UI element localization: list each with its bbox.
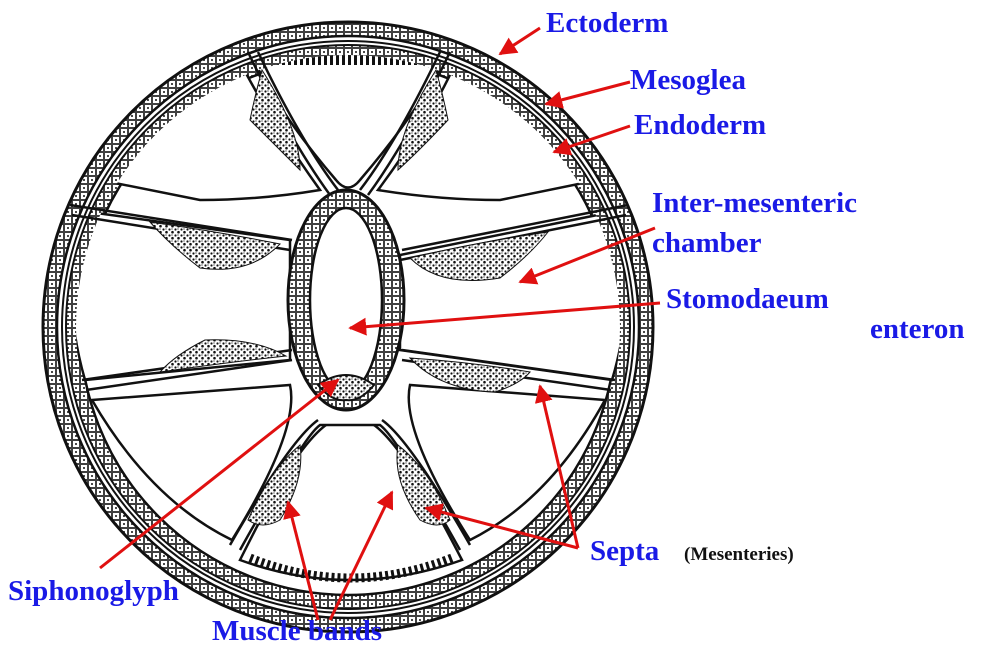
arrow-ectoderm [500, 28, 540, 54]
stomodaeum [288, 190, 404, 410]
label-endoderm: Endoderm [634, 109, 766, 141]
label-mesoglea: Mesoglea [630, 64, 746, 96]
label-ectoderm: Ectoderm [546, 7, 668, 39]
label-siphonoglyph: Siphonoglyph [8, 575, 179, 607]
label-muscle-bands: Muscle bands [212, 615, 382, 647]
label-septa: Septa [590, 535, 660, 567]
label-enteron: enteron [870, 313, 965, 345]
label-stomodaeum: Stomodaeum [666, 283, 829, 315]
label-chamber: chamber [652, 227, 762, 259]
label-inter-mesenteric: Inter-mesenteric [652, 187, 857, 219]
label-septa-mesenteries: (Mesenteries) [684, 544, 794, 565]
arrow-mesoglea [546, 82, 630, 104]
